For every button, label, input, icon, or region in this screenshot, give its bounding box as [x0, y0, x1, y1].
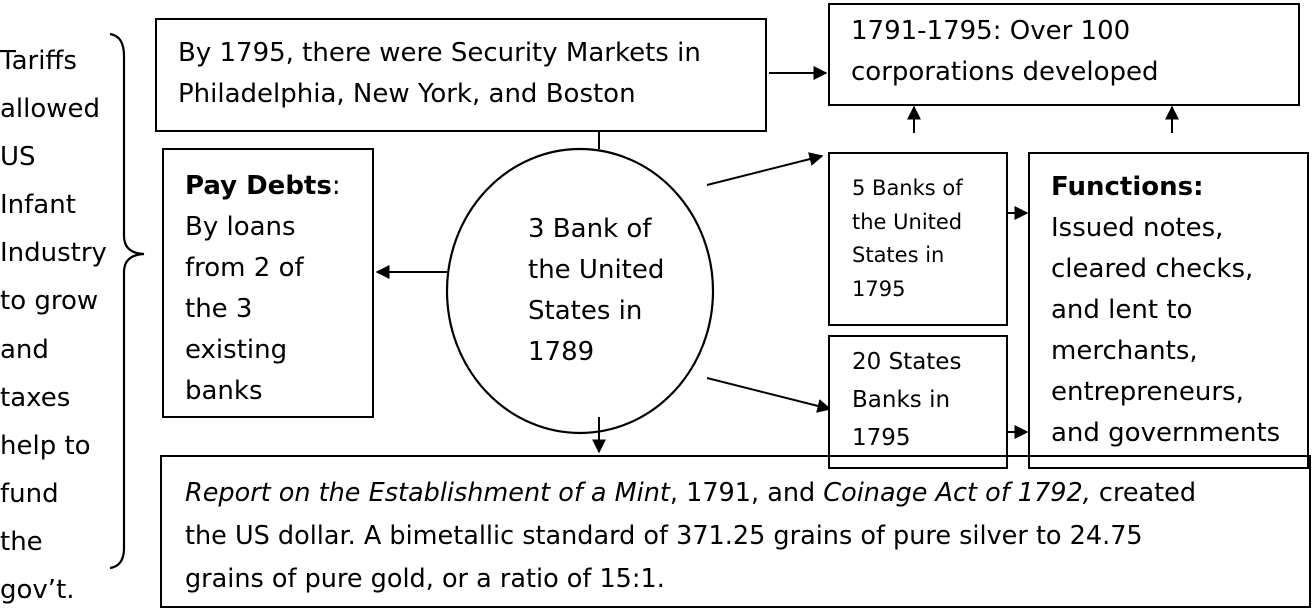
center-line: States in	[528, 296, 643, 326]
mint-box	[160, 455, 1311, 608]
sidebar-line: taxes	[0, 382, 71, 413]
mint-line: grains of pure gold, or a ratio of 15:1.	[185, 564, 665, 594]
sidebar-line: and	[0, 334, 49, 365]
sidebar-line: Tariffs	[0, 46, 77, 76]
sidebar-line: gov’t.	[0, 575, 75, 606]
pay-debts-line: the 3	[185, 294, 253, 324]
functions-label: Functions:	[1051, 172, 1204, 202]
mint-text-part: , 1791, and	[669, 478, 824, 508]
mint-report-title: Report on the Establishment of a Mint	[185, 478, 670, 508]
center-text: 3 Bank of the United States in 1789	[528, 209, 664, 373]
five-banks-line: the United	[852, 209, 963, 234]
center-ellipse	[445, 147, 715, 435]
pay-debts-line: from 2 of	[185, 253, 304, 283]
securities-text: By 1795, there were Security Markets in …	[178, 33, 701, 115]
functions-line: entrepreneurs,	[1051, 377, 1244, 407]
mint-line: the US dollar. A bimetallic standard of …	[185, 521, 1143, 551]
functions-line: Issued notes,	[1051, 213, 1224, 243]
twenty-banks-text: 20 States Banks in 1795	[852, 343, 961, 457]
pay-debts-line: existing	[185, 335, 288, 365]
pay-debts-colon: :	[331, 171, 341, 201]
functions-text: Functions: Issued notes, cleared checks,…	[1051, 167, 1280, 454]
corporations-box	[828, 3, 1300, 106]
pay-debts-text: Pay Debts: By loans from 2 of the 3 exis…	[185, 166, 341, 412]
five-banks-box	[828, 152, 1008, 326]
five-banks-line: States in	[852, 243, 945, 267]
sidebar-line: help to	[0, 430, 91, 461]
sidebar-line: allowed	[0, 94, 101, 125]
sidebar-line: US	[0, 142, 36, 173]
pay-debts-line: banks	[185, 376, 263, 406]
sidebar-line: the	[0, 526, 43, 557]
functions-line: and lent to	[1051, 295, 1193, 325]
five-banks-text: 5 Banks of the United States in 1795	[852, 172, 963, 306]
five-banks-line: 5 Banks of	[852, 176, 963, 200]
mint-text: Report on the Establishment of a Mint, 1…	[185, 472, 1196, 601]
center-line: 1789	[528, 337, 595, 367]
arrow-to-twenty-banks	[706, 377, 832, 413]
sidebar-line: Infant	[0, 190, 76, 221]
twenty-banks-line: 1795	[852, 425, 911, 451]
pay-debts-box	[162, 148, 374, 418]
pay-debts-label: Pay Debts	[185, 171, 332, 201]
mint-text-part: created	[1090, 478, 1197, 508]
functions-box	[1028, 152, 1309, 469]
mint-act-title: Coinage Act of 1792,	[823, 478, 1091, 508]
corporations-line: corporations developed	[851, 57, 1159, 87]
twenty-banks-line: Banks in	[852, 387, 951, 413]
curly-brace	[109, 32, 145, 570]
securities-box	[155, 18, 767, 132]
functions-line: merchants,	[1051, 336, 1198, 366]
center-line: 3 Bank of	[528, 214, 652, 244]
functions-line: cleared checks,	[1051, 254, 1254, 284]
functions-line: and governments	[1051, 418, 1281, 448]
sidebar-line: Industry	[0, 238, 107, 269]
securities-line: By 1795, there were Security Markets in	[178, 38, 701, 68]
arrow-to-five-banks	[706, 152, 824, 186]
twenty-banks-line: 20 States	[852, 349, 962, 375]
center-line: the United	[528, 255, 665, 285]
corporations-line: 1791-1795: Over 100	[851, 16, 1131, 46]
five-banks-line: 1795	[852, 276, 906, 301]
pay-debts-line: By loans	[185, 212, 296, 242]
twenty-banks-box	[828, 335, 1008, 469]
sidebar-line: fund	[0, 478, 59, 509]
securities-line: Philadelphia, New York, and Boston	[178, 79, 636, 109]
corporations-text: 1791-1795: Over 100 corporations develop…	[851, 11, 1159, 93]
sidebar-line: to grow	[0, 286, 99, 317]
sidebar-text: Tariffs allowed US Infant Industry to gr…	[0, 37, 107, 614]
